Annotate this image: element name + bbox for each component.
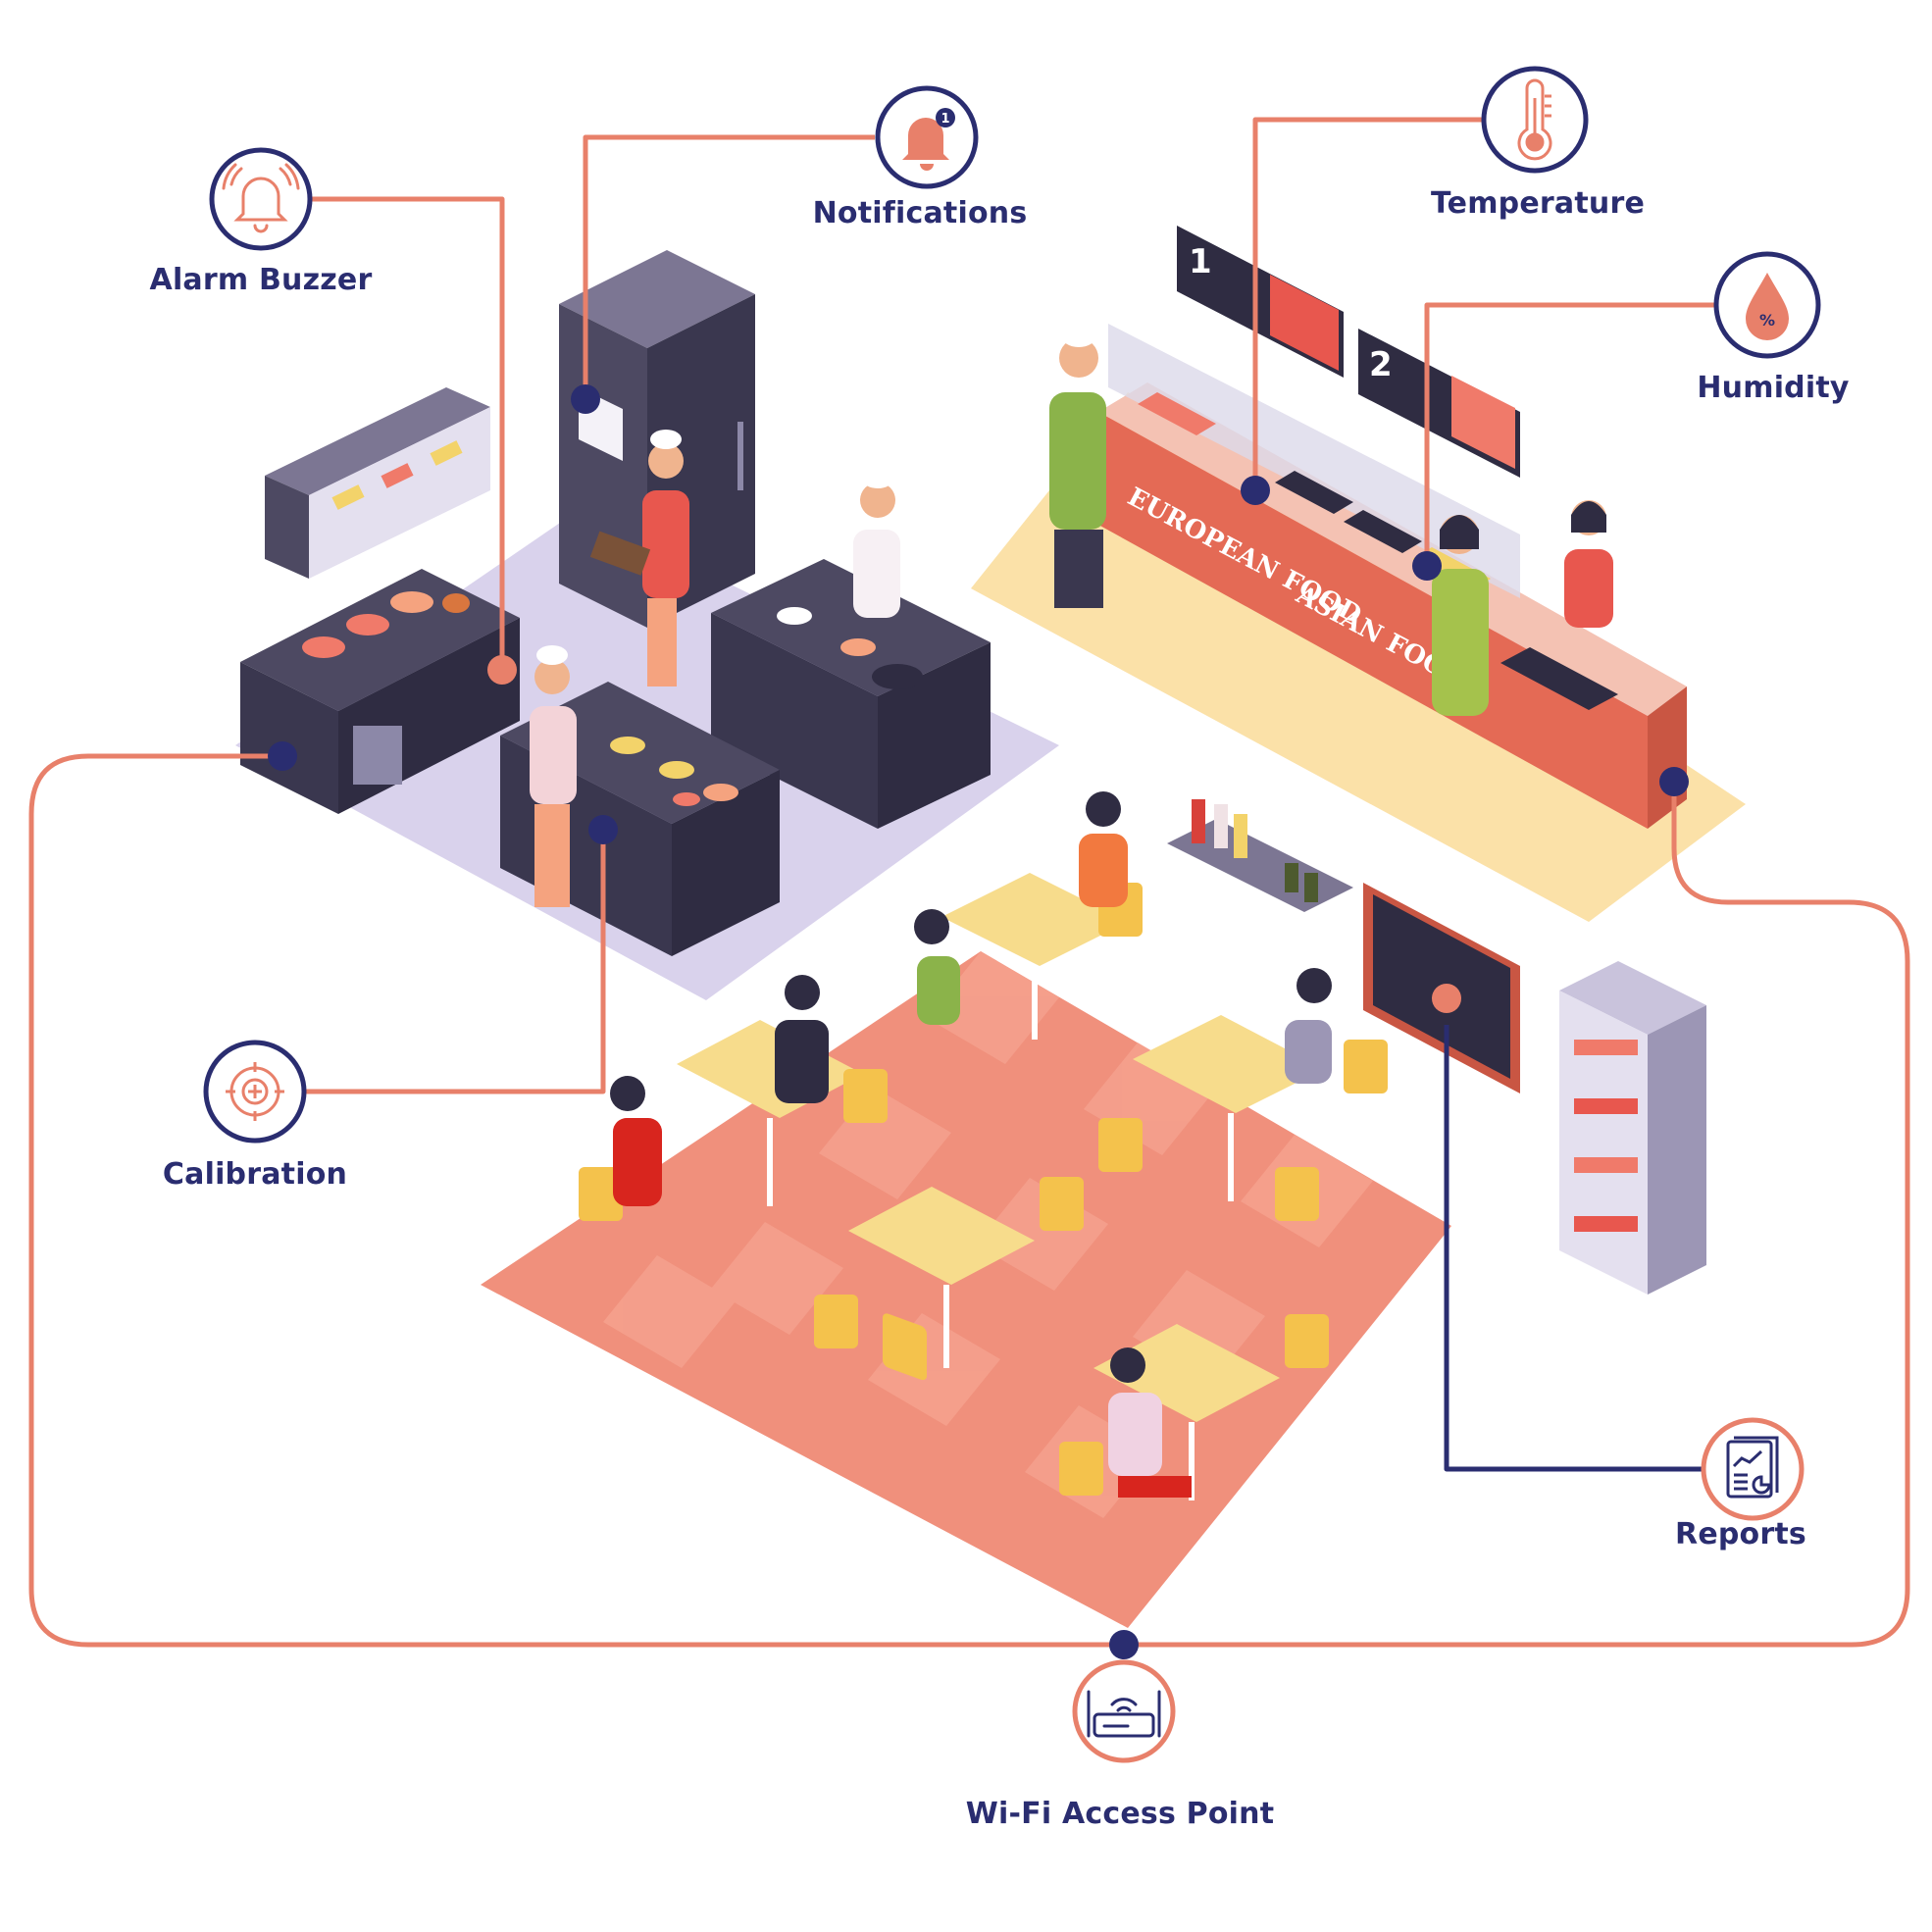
chef-figures xyxy=(530,430,900,907)
notifications-badge: 1 xyxy=(875,85,979,189)
dot-reports xyxy=(1432,984,1461,1013)
label-humidity: Humidity xyxy=(1697,371,1850,405)
counter-glass xyxy=(1108,324,1520,598)
diners xyxy=(610,791,1332,1498)
wifi-router-icon xyxy=(1087,1690,1161,1738)
reports-badge xyxy=(1701,1417,1805,1521)
counter-front xyxy=(1098,412,1648,829)
counter-staff xyxy=(1049,324,1613,716)
menu-board-2-number: 2 xyxy=(1369,345,1393,384)
connector-temperature xyxy=(1252,117,1486,487)
connector-network-loop xyxy=(28,753,1910,1648)
thermometer-icon xyxy=(1517,78,1552,161)
dot-wifi xyxy=(1109,1630,1139,1659)
label-wifi-access-point: Wi-Fi Access Point xyxy=(965,1797,1275,1831)
dot-temperature xyxy=(1241,476,1270,505)
humidity-symbol: % xyxy=(1759,311,1775,330)
kitchen-area xyxy=(240,250,991,956)
label-calibration: Calibration xyxy=(162,1157,348,1192)
connector-notifications xyxy=(583,134,875,397)
wall-shelf xyxy=(265,387,490,579)
connection-dots xyxy=(268,384,1689,1659)
notification-bell-icon: 1 xyxy=(902,108,955,171)
connector-calibration xyxy=(306,830,606,1094)
dining-area xyxy=(579,791,1706,1500)
dot-counter-sensor xyxy=(1659,767,1689,796)
alarm-bell-icon xyxy=(222,163,300,233)
calibration-badge xyxy=(203,1040,307,1144)
connector-lines xyxy=(28,117,1910,1648)
label-temperature: Temperature xyxy=(1431,186,1645,221)
notification-count: 1 xyxy=(941,112,949,127)
dot-notifications xyxy=(571,384,600,414)
dot-alarm-buzzer xyxy=(487,655,517,685)
dining-floor xyxy=(481,951,1451,1628)
connector-humidity xyxy=(1424,302,1716,566)
prep-counter-right xyxy=(711,559,991,829)
water-drop-icon: % xyxy=(1746,273,1789,340)
temperature-badge xyxy=(1481,66,1589,174)
alarm-buzzer-badge xyxy=(209,147,313,251)
connector-alarm-buzzer xyxy=(306,196,505,667)
dot-stove-sensor xyxy=(268,741,297,771)
menu-board-1-number: 1 xyxy=(1189,242,1212,281)
calibration-target-icon xyxy=(226,1062,284,1121)
label-alarm-buzzer: Alarm Buzzer xyxy=(149,263,373,297)
food-counter-area: 1 2 EUROPEAN FOOD ASIAN FOOD xyxy=(1049,226,1687,829)
wifi-badge xyxy=(1072,1659,1176,1763)
dot-humidity xyxy=(1412,551,1442,581)
connector-reports xyxy=(1444,1025,1702,1472)
bottle-shelf xyxy=(1167,799,1353,912)
report-document-icon xyxy=(1726,1436,1779,1499)
display-fridge xyxy=(1559,961,1706,1295)
dot-calibration xyxy=(588,815,618,844)
menu-board-2: 2 xyxy=(1358,329,1520,478)
stove xyxy=(240,569,520,814)
label-notifications: Notifications xyxy=(812,196,1028,230)
menu-board-1: 1 xyxy=(1177,226,1344,378)
humidity-badge: % xyxy=(1713,251,1821,359)
counter-top xyxy=(1098,382,1687,716)
label-reports: Reports xyxy=(1675,1517,1806,1551)
